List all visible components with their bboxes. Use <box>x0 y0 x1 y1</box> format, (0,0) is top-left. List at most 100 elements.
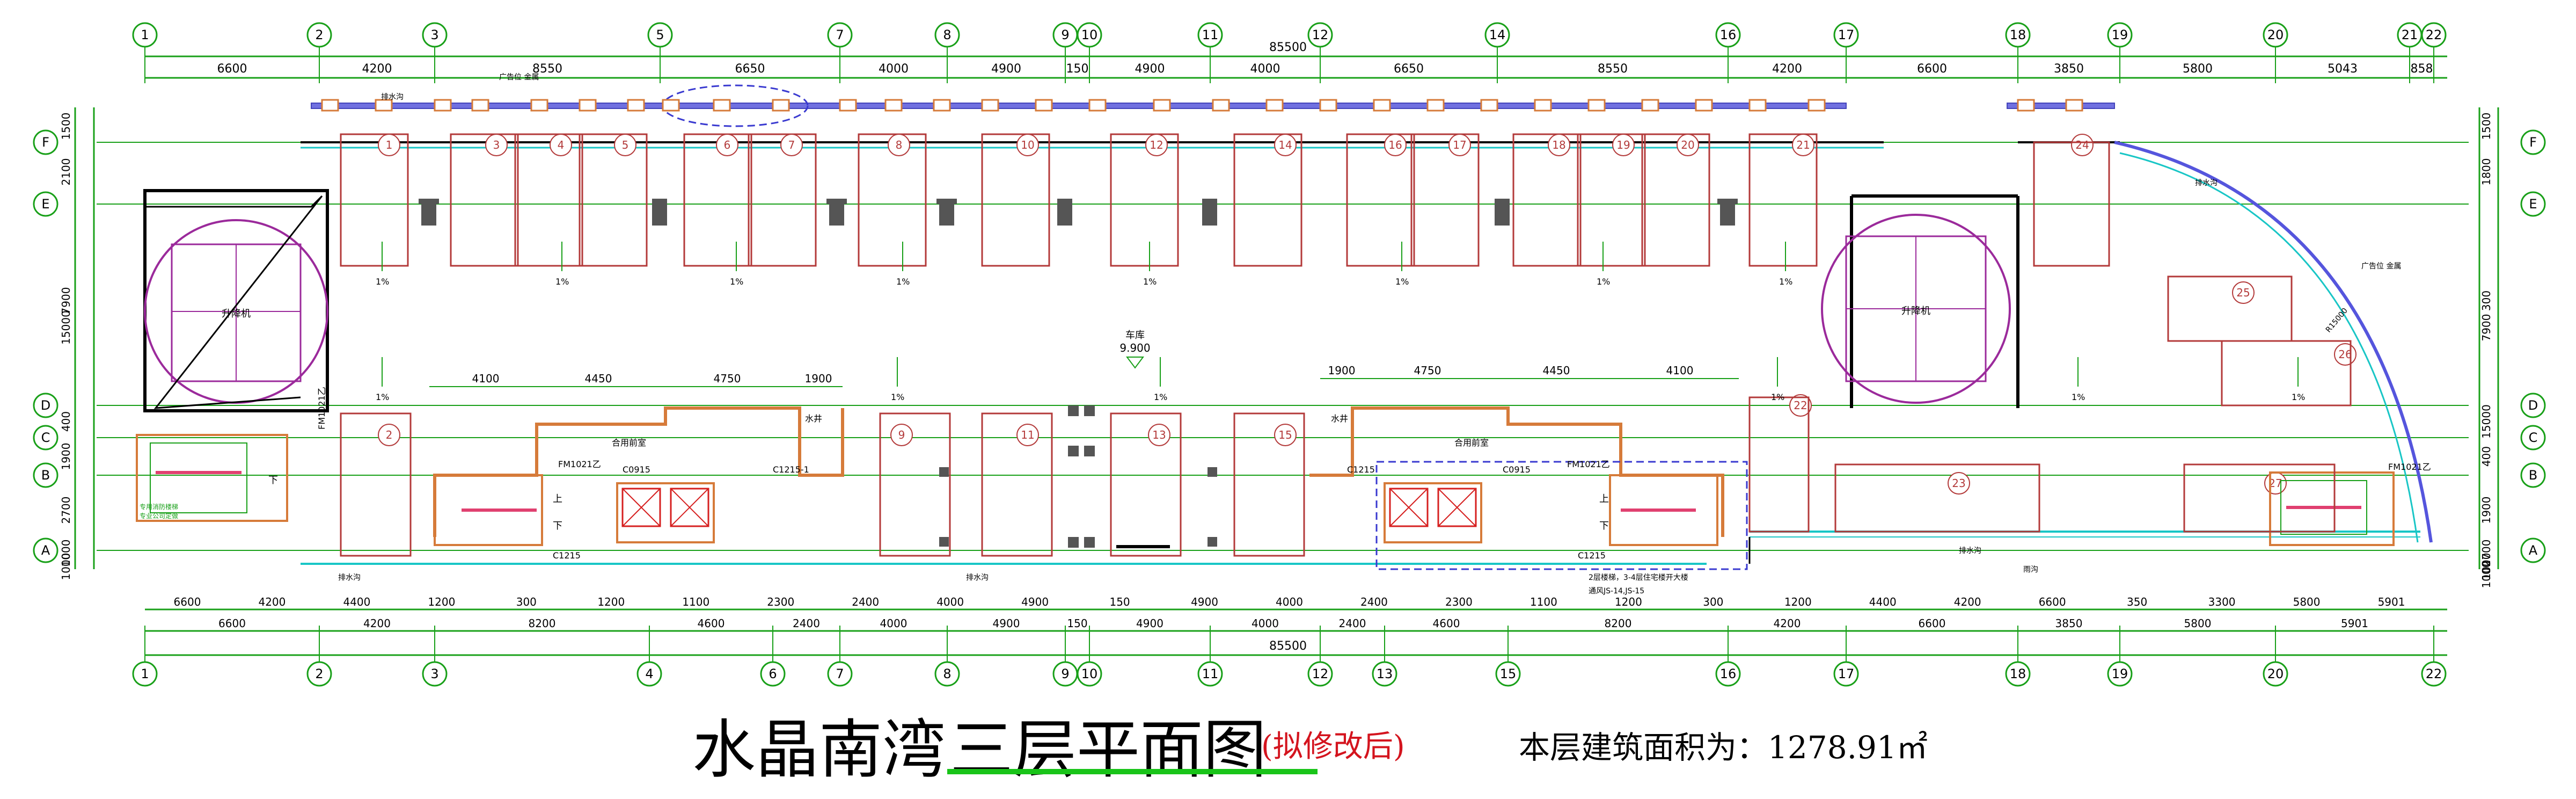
axis-bubble: 16 <box>1715 626 1741 687</box>
svg-text:13: 13 <box>1152 428 1166 441</box>
outer-building-outline <box>143 141 2433 565</box>
dimension-value: 8550 <box>532 62 562 76</box>
dimension-value: 4000 <box>1252 617 1279 630</box>
axis-bubble: 2 <box>306 22 332 83</box>
side-dimension-value: 400 <box>60 411 72 432</box>
slope-label: 1% <box>896 277 910 287</box>
dimension-value: 5901 <box>2341 617 2368 630</box>
ad-box <box>1695 99 1713 112</box>
dimension-value: 4900 <box>1191 595 1218 608</box>
dimension-value: 3300 <box>2208 595 2236 608</box>
side-dimension-value: 1800 <box>2480 158 2493 186</box>
bottom-total-dimension: 85500 <box>1269 640 1307 653</box>
axis-bubble: 10 <box>1077 626 1102 687</box>
c1215-left: C1215 <box>553 550 581 561</box>
shop-room <box>1512 133 1582 267</box>
dimension-value: 4200 <box>363 617 391 630</box>
room-number: 26 <box>2334 343 2357 366</box>
dimension-value: 5800 <box>2183 62 2213 76</box>
axis-label: 4 <box>645 666 653 681</box>
dimension-value: 4200 <box>1954 595 1981 608</box>
room-number: 12 <box>1145 134 1168 156</box>
right-rooms <box>1748 141 2352 533</box>
ad-box <box>434 99 452 112</box>
axis-bubble: 17 <box>1833 626 1859 687</box>
top-dimension-lines <box>145 55 2447 79</box>
ad-box <box>1035 99 1053 112</box>
shop-room <box>1346 133 1415 267</box>
mid-dimension-value: 1900 <box>805 372 832 385</box>
stair-left-note: 专用消防楼梯 <box>140 503 178 511</box>
axis-label: 9 <box>1061 666 1069 681</box>
drawing-title-main: 水晶南湾 <box>692 713 946 787</box>
svg-text:广告位 金属: 广告位 金属 <box>2361 262 2401 271</box>
dimension-value: 150 <box>1109 595 1130 608</box>
shop-room <box>1641 133 1710 267</box>
mid-dimension-value: 4100 <box>1666 364 1694 377</box>
c1215-right: C1215 <box>1578 550 1606 561</box>
mid-dimension-value: 4450 <box>1543 364 1570 377</box>
dimension-value: 1200 <box>1784 595 1812 608</box>
axis-bubble: 14 <box>1484 22 1510 83</box>
dimension-value: 5800 <box>2184 617 2212 630</box>
room-number: 9 <box>890 424 913 446</box>
axis-bubble: 19 <box>2107 22 2133 83</box>
fm-door-right: FM1021乙 <box>2388 462 2431 472</box>
row-axis-label: C <box>41 430 50 445</box>
dimension-value: 6650 <box>735 62 765 76</box>
row-axis-label: F <box>2529 135 2537 150</box>
svg-text:R15000: R15000 <box>2324 307 2350 335</box>
stair-core-left-up: 上 <box>553 493 562 505</box>
side-dimension-value: 2700 <box>60 497 72 524</box>
svg-text:23: 23 <box>1952 477 1965 490</box>
side-dimension-value: 15000 <box>2480 404 2493 439</box>
axis-label: 17 <box>1838 27 1855 42</box>
room-number: 6 <box>716 134 738 156</box>
svg-text:9: 9 <box>898 428 905 441</box>
mid-dimension-value: 1900 <box>1328 364 1356 377</box>
axis-bubble: 17 <box>1833 22 1859 83</box>
top-dimension-text: 85500 <box>1269 41 1307 54</box>
ad-box <box>579 99 597 112</box>
ad-box <box>1153 99 1171 112</box>
axis-bubble: 20 <box>2263 22 2288 83</box>
ad-box <box>1265 99 1284 112</box>
dimension-value: 4000 <box>880 617 908 630</box>
axis-bubble: 6 <box>760 626 786 687</box>
svg-text:16: 16 <box>1388 139 1402 151</box>
ad-box <box>1480 99 1498 112</box>
dimension-value: 6600 <box>1917 62 1947 76</box>
axis-bubble: 2 <box>306 626 332 687</box>
axis-label: 21 <box>2402 27 2418 42</box>
dimension-value: 4000 <box>936 595 964 608</box>
axis-label: 16 <box>1720 666 1737 681</box>
c0915-left: C0915 <box>623 464 650 475</box>
svg-text:4: 4 <box>558 139 565 151</box>
side-dimension-value: 1000 <box>60 553 72 580</box>
axis-bubble: 16 <box>1715 22 1741 83</box>
side-dimension-value: 7900 <box>60 287 72 315</box>
stair-core-right-down: 下 <box>1599 520 1609 532</box>
room-number: 25 <box>2232 281 2255 304</box>
axis-label: 16 <box>1720 27 1737 42</box>
row-axis-label: D <box>41 398 50 413</box>
svg-text:广告位 金属: 广告位 金属 <box>499 73 539 82</box>
axis-label: 18 <box>2010 27 2026 42</box>
dimension-value: 5043 <box>2328 62 2358 76</box>
dimension-value: 4900 <box>1135 62 1165 76</box>
ad-box <box>1641 99 1659 112</box>
axis-bubble: 3 <box>422 22 448 83</box>
row-axis-bubble: E <box>2520 191 2546 217</box>
side-dimension-value: 2700 <box>2480 540 2493 567</box>
room-number: 3 <box>485 134 508 156</box>
shop-room <box>981 133 1050 267</box>
svg-text:2: 2 <box>386 428 393 441</box>
row-axis-bubble: B <box>33 462 58 488</box>
ad-box <box>1587 99 1606 112</box>
svg-text:11: 11 <box>1021 428 1034 441</box>
row-axis-label: A <box>2529 543 2538 558</box>
axis-bubble: 15 <box>1495 626 1521 687</box>
axis-label: 2 <box>315 666 323 681</box>
dimension-value: 2300 <box>1445 595 1473 608</box>
